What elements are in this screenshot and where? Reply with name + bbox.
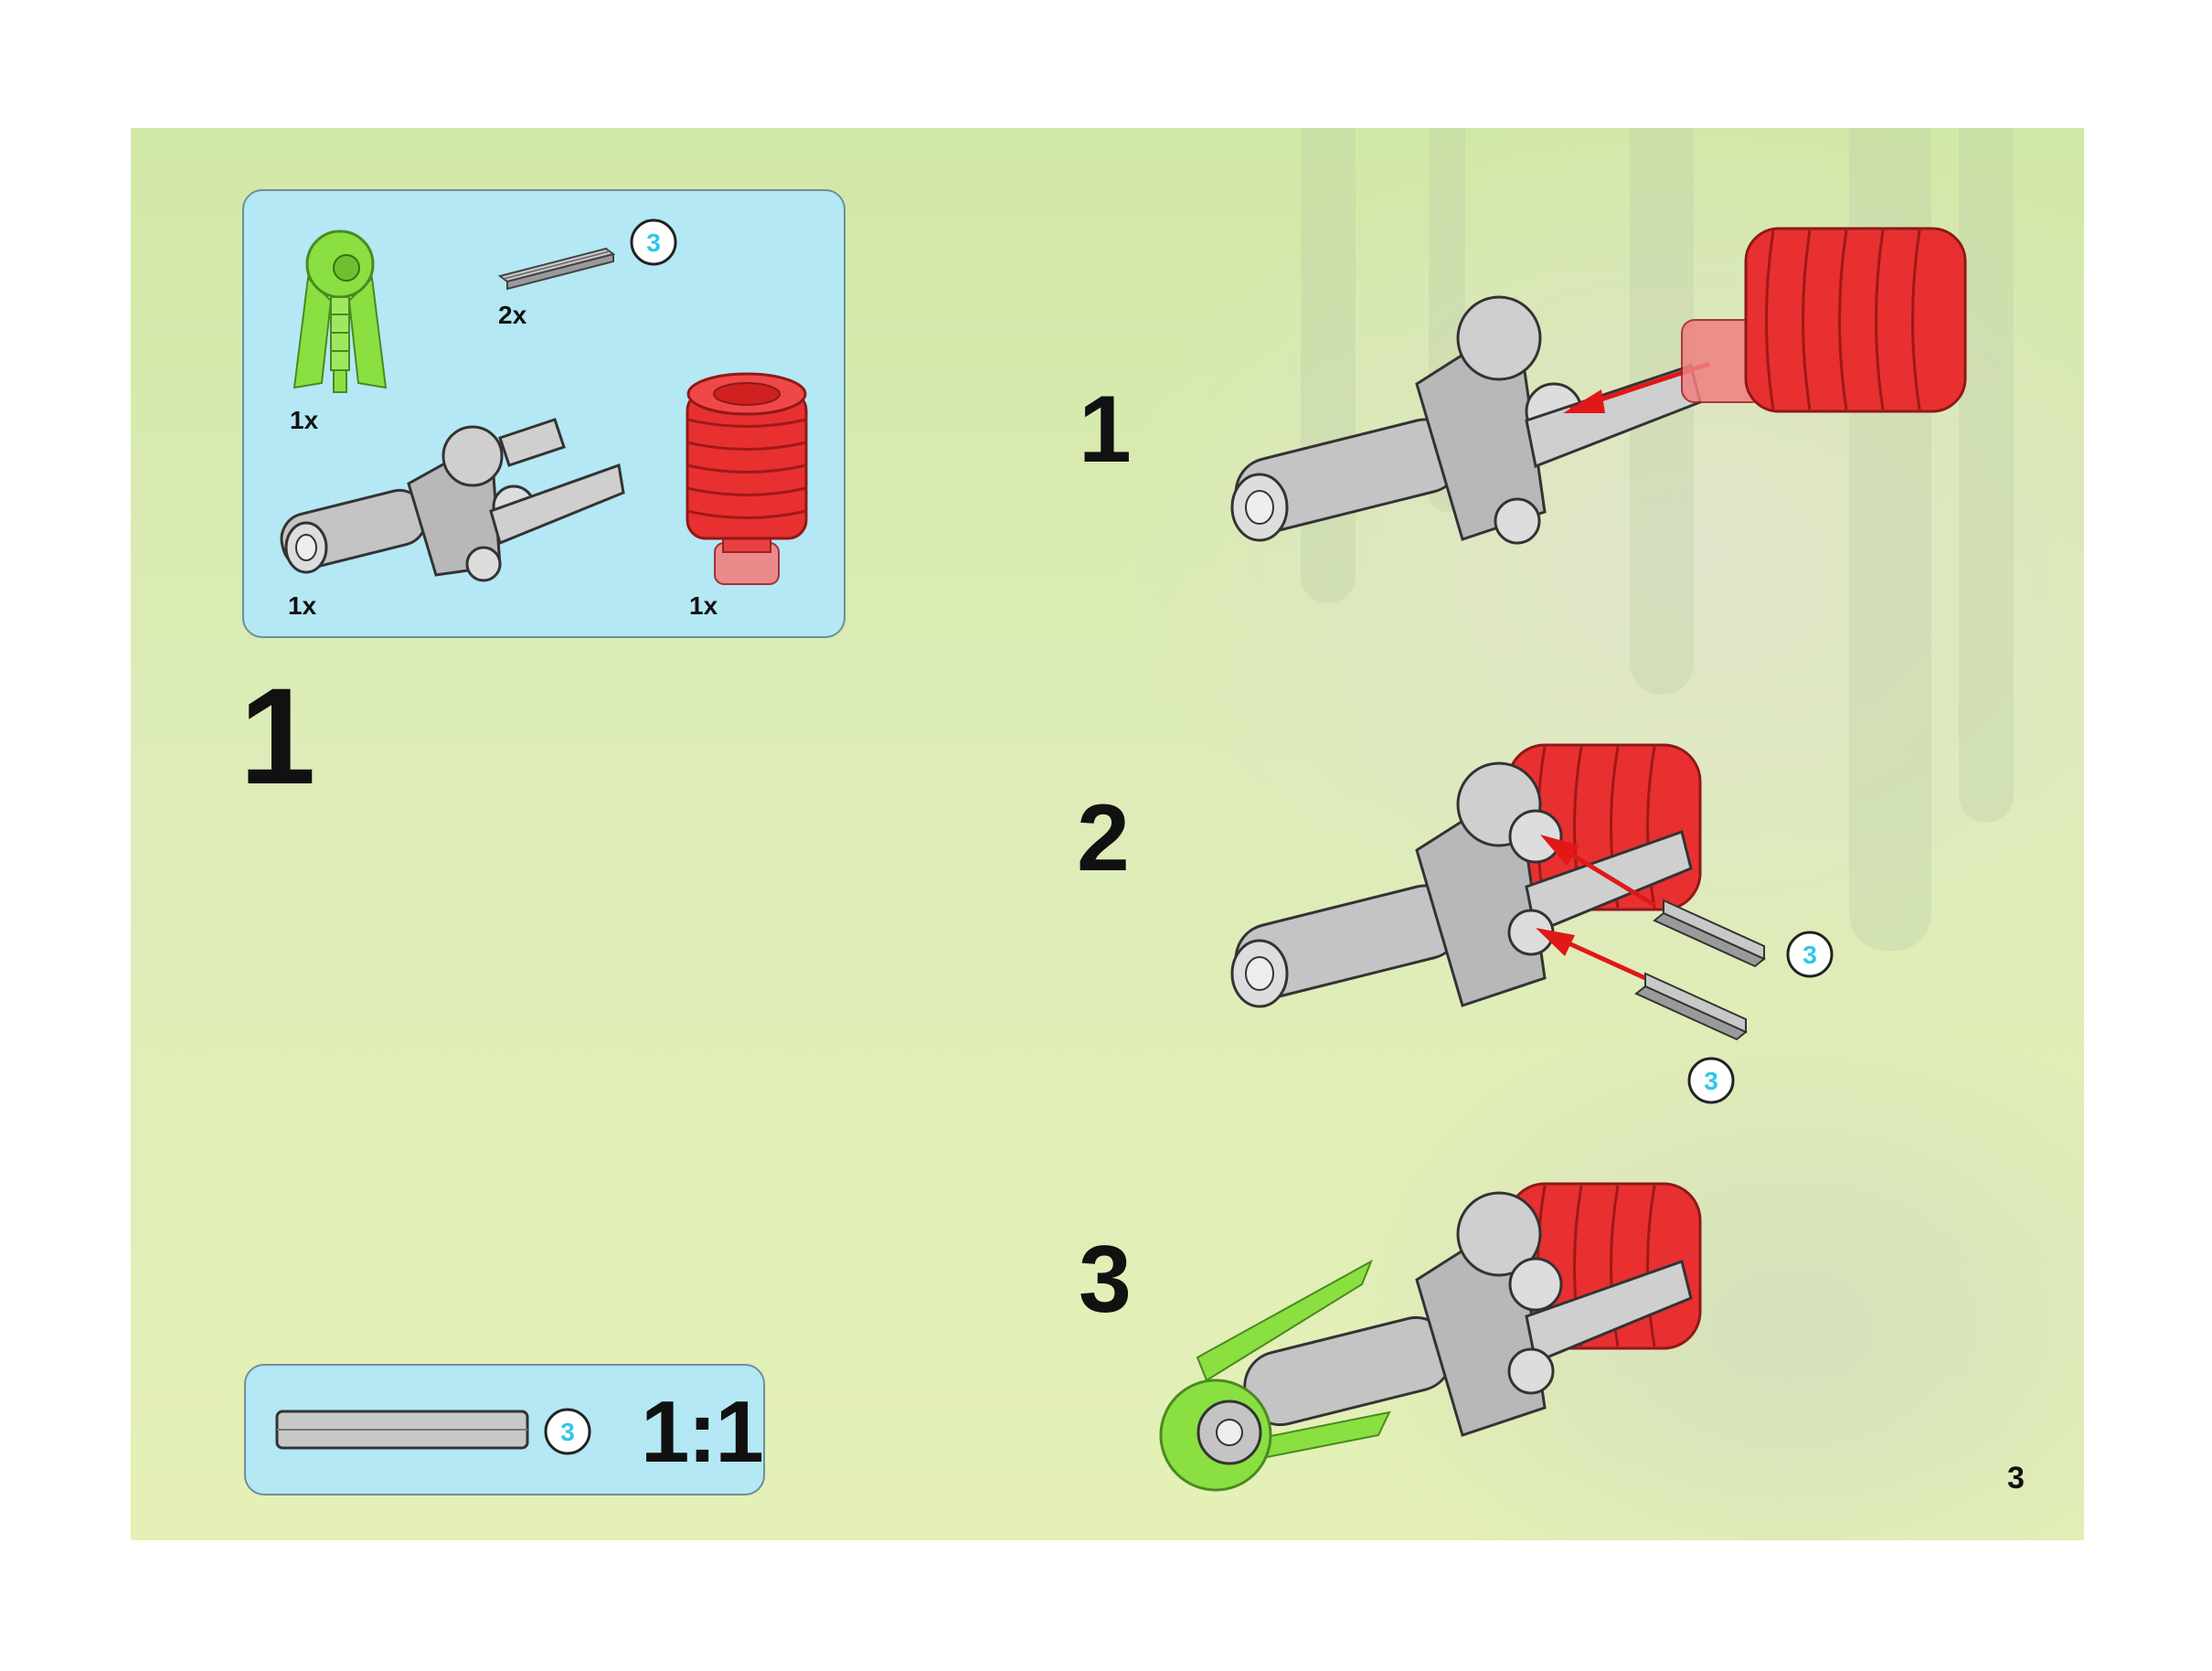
main-step-number: 1 [239, 659, 316, 813]
substep-3-illustration [1159, 1182, 1702, 1492]
svg-text:3: 3 [646, 229, 661, 257]
length-badge-icon: 3 [1786, 931, 1834, 978]
launcher-assembly-icon [280, 418, 625, 582]
svg-text:3: 3 [1803, 941, 1817, 969]
substep-number: 3 [1079, 1227, 1132, 1333]
axle-icon [497, 247, 616, 291]
arrow-head-icon [1540, 835, 1579, 866]
green-head-piece-icon [292, 229, 388, 393]
svg-text:3: 3 [1704, 1067, 1718, 1095]
svg-text:3: 3 [560, 1418, 575, 1446]
length-badge-icon: 3 [1687, 1057, 1735, 1104]
page-number: 3 [2007, 1461, 2025, 1495]
length-badge-icon: 3 [630, 218, 677, 266]
axle-scale-icon [275, 1410, 529, 1450]
substep-number: 2 [1077, 785, 1130, 891]
substep-2-illustration [1230, 743, 1766, 1041]
scale-ratio: 1:1 [641, 1383, 764, 1481]
part-qty: 1x [288, 591, 317, 620]
part-qty: 2x [498, 301, 527, 329]
red-bellows-icon [686, 372, 808, 585]
background-drip [1959, 128, 2014, 823]
parts-list-panel: 1x 3 2x 1x 1x [242, 189, 845, 638]
arrow-head-icon [1536, 928, 1575, 956]
arrow-head-icon [1563, 389, 1605, 413]
scale-reference-panel: 3 1:1 [244, 1364, 765, 1495]
length-badge-icon: 3 [544, 1408, 591, 1455]
part-qty: 1x [689, 591, 718, 620]
part-qty: 1x [290, 406, 319, 434]
substep-1-illustration [1230, 227, 1967, 545]
background-drip [1301, 128, 1356, 603]
substep-number: 1 [1079, 377, 1132, 483]
